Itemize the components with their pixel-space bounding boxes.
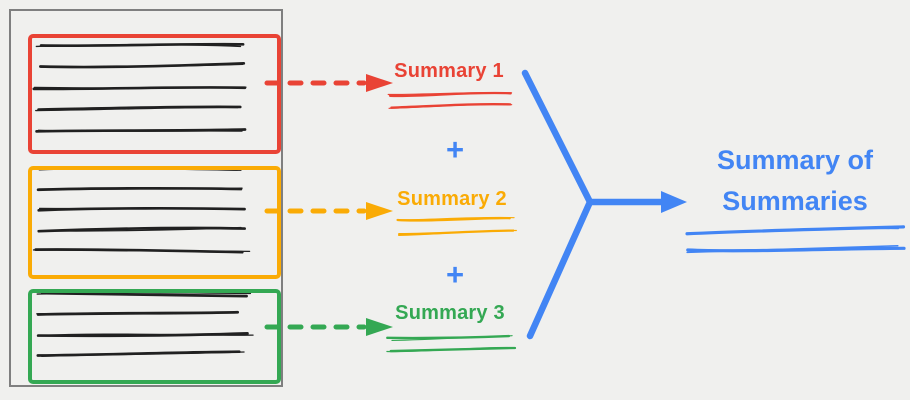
summary-2-scribble [396, 216, 517, 237]
document-chunk-1 [28, 34, 281, 154]
document-chunk-2 [28, 166, 281, 279]
dashed-arrow-1 [264, 74, 393, 92]
document-chunk-3 [28, 289, 281, 384]
dashed-arrow-2 [264, 202, 393, 220]
source-document [9, 9, 283, 387]
summary-of-summaries-label: Summary of Summaries [686, 140, 904, 222]
plus-operator-1: + [445, 132, 465, 167]
summary-3-scribble [386, 334, 517, 353]
result-label-line1: Summary of [716, 145, 874, 175]
result-label-line2: Summaries [722, 186, 868, 216]
summary-3-label: Summary 3 [395, 302, 505, 324]
summary-1-scribble [387, 91, 513, 109]
dashed-arrow-3 [264, 318, 393, 336]
plus-operator-2: + [445, 257, 465, 292]
summary-1-label: Summary 1 [394, 60, 504, 82]
result-scribble [685, 225, 906, 254]
summary-2-label: Summary 2 [397, 188, 507, 210]
merge-connector [521, 69, 687, 340]
